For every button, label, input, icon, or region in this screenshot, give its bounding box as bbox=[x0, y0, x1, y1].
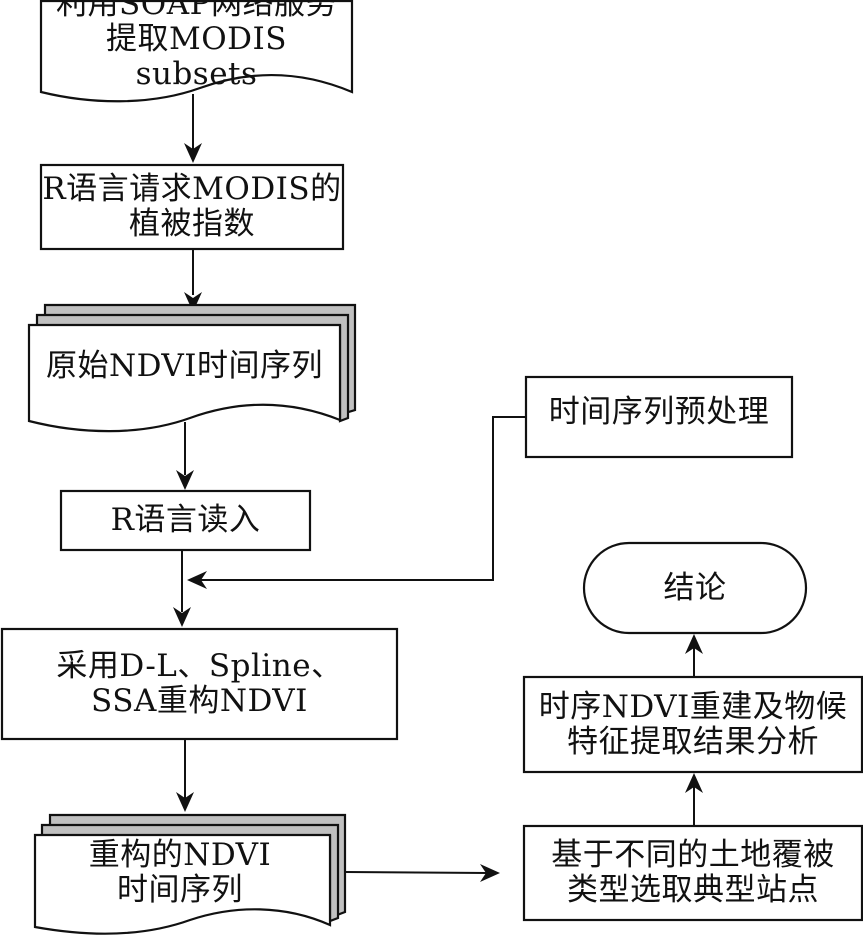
node-soap-line-1: 利用SOAP网络服务 bbox=[56, 0, 337, 22]
node-raw-ndvi-label: 原始NDVI时间序列 bbox=[29, 336, 340, 396]
arrowhead bbox=[173, 607, 191, 627]
node-soap-shape bbox=[39, 0, 354, 103]
node-analysis-shape bbox=[522, 675, 863, 774]
node-reconstruct-shape bbox=[0, 627, 399, 741]
node-recon-ndvi-label: 重构的NDVI 时间序列 bbox=[35, 838, 325, 908]
node-conclusion-label: 结论 bbox=[584, 543, 806, 633]
node-soap-line-2: 提取MODIS subsets bbox=[106, 20, 287, 92]
node-recon-ndvi-shape bbox=[33, 813, 347, 935]
node-r-request-line-2: 植被指数 bbox=[129, 206, 255, 242]
node-select-sites-line-2: 类型选取典型站点 bbox=[567, 872, 819, 908]
node-r-request-label: R语言请求MODIS的 植被指数 bbox=[41, 165, 343, 249]
edge-preprocess-to-reconstruct bbox=[198, 416, 526, 581]
node-conclusion-line-1: 结论 bbox=[663, 569, 727, 606]
node-analysis-line-1: 时序NDVI重建及物候 bbox=[538, 688, 848, 725]
node-analysis-line-2: 特征提取结果分析 bbox=[567, 723, 819, 760]
node-reconstruct-line-1: 采用D-L、Spline、 bbox=[56, 648, 343, 684]
node-raw-ndvi-shape bbox=[27, 303, 357, 433]
node-recon-ndvi-line-2: 时间序列 bbox=[117, 872, 243, 908]
arrowhead bbox=[685, 773, 703, 793]
arrowhead bbox=[184, 143, 202, 163]
arrowhead bbox=[685, 634, 703, 654]
node-r-read-shape bbox=[59, 489, 312, 552]
node-r-request-line-1: R语言请求MODIS的 bbox=[42, 171, 342, 207]
node-reconstruct-line-2: SSA重构NDVI bbox=[91, 683, 308, 719]
node-soap-label: 利用SOAP网络服务 提取MODIS subsets bbox=[41, 0, 352, 91]
node-r-read-line-1: R语言读入 bbox=[110, 502, 261, 538]
node-analysis-label: 时序NDVI重建及物候 特征提取结果分析 bbox=[524, 677, 862, 772]
node-preprocess-line-1: 时间序列预处理 bbox=[548, 393, 770, 430]
node-r-read-label: R语言读入 bbox=[61, 491, 310, 550]
edge-recon-ndvi-to-select-sites bbox=[344, 871, 489, 874]
node-reconstruct-label: 采用D-L、Spline、 SSA重构NDVI bbox=[2, 629, 397, 739]
node-raw-ndvi-line-1: 原始NDVI时间序列 bbox=[45, 347, 324, 384]
arrowhead bbox=[176, 470, 194, 490]
node-preprocess-label: 时间序列预处理 bbox=[526, 377, 792, 447]
arrowhead bbox=[184, 292, 202, 312]
node-recon-ndvi-line-1: 重构的NDVI bbox=[88, 837, 272, 873]
node-select-sites-line-1: 基于不同的土地覆被 bbox=[551, 837, 835, 873]
arrowhead bbox=[187, 571, 207, 589]
arrowhead bbox=[480, 864, 500, 882]
node-select-sites-shape bbox=[522, 824, 863, 922]
node-r-request-shape bbox=[39, 163, 345, 251]
node-conclusion-shape bbox=[582, 541, 808, 635]
node-select-sites-label: 基于不同的土地覆被 类型选取典型站点 bbox=[524, 826, 862, 920]
arrowhead bbox=[176, 792, 194, 812]
